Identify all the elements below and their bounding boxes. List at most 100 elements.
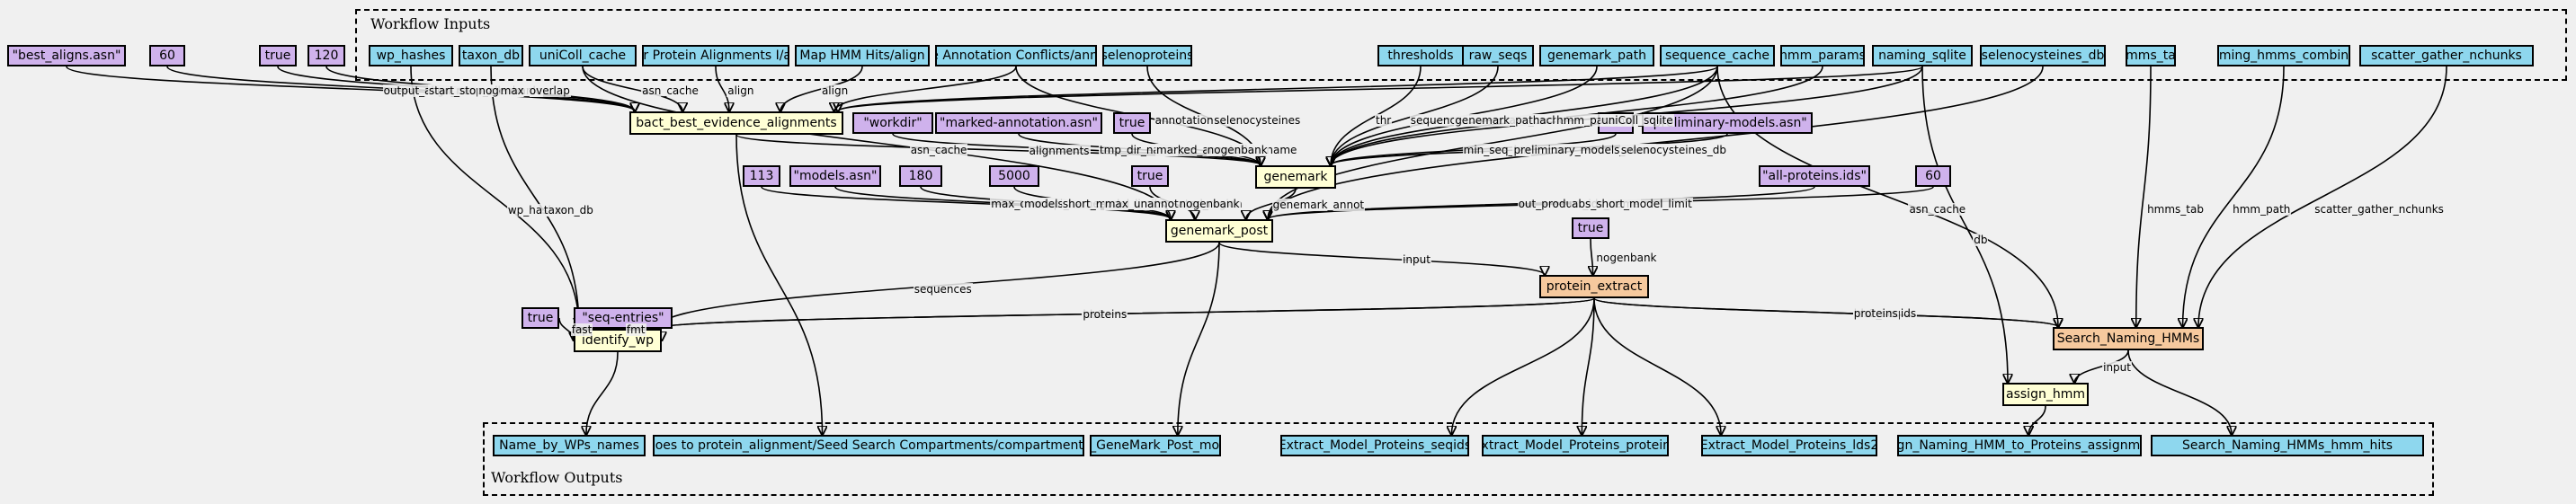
input-naming-hmms-combined[interactable]: naming_hmms_combined: [2217, 45, 2350, 66]
edge-genemark-to-genemark_post: [1246, 188, 1297, 219]
edge-label: uniColl_sqlite: [1600, 113, 1674, 127]
edge-protein_extract-to-out4: [1582, 297, 1595, 435]
edge-in0-to-identify_wp: [410, 66, 579, 329]
output-search-naming-hmms-hmm-hits[interactable]: Search_Naming_HMMs_hmm_hits: [2151, 435, 2424, 456]
edge-in15-to-search_naming: [2183, 66, 2285, 327]
edge-genemark_post-to-protein_extract: [1218, 242, 1545, 275]
edge-label: nogenbank: [1595, 252, 1658, 264]
output-goes-to-protein-alignment-seed-search-compartments-compartments[interactable]: goes to protein_alignment/Seed Search Co…: [653, 435, 1084, 456]
input-thresholds[interactable]: thresholds: [1377, 45, 1464, 66]
task-genemark_post[interactable]: genemark_post: [1165, 219, 1273, 243]
param-models[interactable]: "models.asn": [789, 165, 881, 187]
input-selenoproteins[interactable]: selenoproteins: [1102, 45, 1192, 66]
task-bact[interactable]: bact_best_evidence_alignments: [629, 111, 843, 135]
edge-search_naming-to-assign_hmm: [2074, 349, 2129, 383]
edge-label: hmm_path: [2232, 202, 2292, 216]
param-true_d[interactable]: true: [1572, 217, 1609, 239]
param-true_b[interactable]: true: [1113, 112, 1151, 134]
param-seqentries[interactable]: "seq-entries": [574, 307, 673, 329]
edge-identify_wp-to-out0: [586, 351, 619, 435]
input-filter-protein-alignments-i-align[interactable]: Filter Protein Alignments I/align: [642, 45, 789, 66]
edge-label: nogenbank: [1206, 144, 1269, 157]
edge-bact-to-genemark: [735, 134, 1261, 165]
edge-in16-to-search_naming: [2198, 66, 2447, 327]
edge-best_aligns-to-bact: [66, 66, 635, 111]
param-true_e[interactable]: true: [521, 307, 559, 329]
edge-in10-to-genemark_post: [1268, 66, 1718, 219]
param-n120[interactable]: 120: [308, 45, 345, 66]
output-extract-model-proteins-lds2[interactable]: Extract_Model_Proteins_lds2: [1701, 435, 1877, 456]
edge-in14-to-search_naming: [2136, 66, 2152, 327]
edge-bact-to-out1: [735, 134, 823, 435]
input-map-hmm-hits-align[interactable]: Map HMM Hits/align: [795, 45, 930, 66]
param-allprot[interactable]: "all-proteins.ids": [1759, 165, 1870, 187]
task-genemark[interactable]: genemark: [1255, 165, 1336, 189]
edge-true_d-to-protein_extract: [1591, 238, 1593, 275]
edge-in3-to-bact: [715, 66, 729, 111]
input-genemark-path[interactable]: genemark_path: [1539, 45, 1654, 66]
edge-in12-to-assign_hmm: [1921, 66, 2008, 383]
input-selenocysteines-db[interactable]: selenocysteines_db: [1980, 45, 2106, 66]
edge-label: sequences: [913, 282, 973, 296]
param-n5000[interactable]: 5000: [989, 165, 1039, 187]
edge-label: max_overlap: [499, 84, 571, 97]
workflow-inputs-cluster: [355, 9, 2567, 81]
edge-label: selenocysteines: [1213, 113, 1302, 127]
output-run-genemark-post-models[interactable]: Run_GeneMark_Post_models: [1090, 435, 1221, 456]
param-n113[interactable]: 113: [743, 165, 780, 187]
input-resolve-annotation-conflicts-annotation[interactable]: Resolve Annotation Conflicts/annotation: [935, 45, 1097, 66]
edge-label: genemark_path: [1454, 113, 1541, 127]
edge-assign_hmm-to-out6: [2028, 405, 2046, 435]
input-sequence-cache[interactable]: sequence_cache: [1660, 45, 1775, 66]
edge-label: genemark_annot: [1271, 198, 1366, 211]
edge-label: asn_cache: [641, 84, 700, 97]
edge-label: proteins: [1852, 306, 1899, 320]
input-wp-hashes[interactable]: wp_hashes: [369, 45, 453, 66]
input-taxon-db[interactable]: taxon_db: [459, 45, 523, 66]
param-n60a[interactable]: 60: [149, 45, 185, 66]
edge-in1-to-identify_wp: [490, 66, 579, 329]
edge-label: align: [726, 84, 755, 97]
edge-label: abs_short_model_limit: [1571, 197, 1693, 210]
edge-label: hmms_tab: [2146, 202, 2205, 216]
input-hmm-params[interactable]: hmm_params: [1780, 45, 1865, 66]
param-workdir[interactable]: "workdir": [852, 112, 933, 134]
edge-in2-to-genemark_post: [582, 66, 1171, 219]
edge-in12-to-bact: [838, 66, 1923, 111]
output-extract-model-proteins-proteins[interactable]: Extract_Model_Proteins_proteins: [1482, 435, 1669, 456]
param-best_aligns[interactable]: "best_aligns.asn": [7, 45, 126, 66]
param-true_a[interactable]: true: [259, 45, 297, 66]
edge-label: fast: [570, 323, 593, 336]
edge-label: taxon_db: [542, 203, 594, 217]
param-n60b[interactable]: 60: [1915, 165, 1951, 187]
edge-true_e-to-identify_wp: [558, 317, 574, 340]
input-raw-seqs[interactable]: raw_seqs: [1462, 45, 1534, 66]
param-n180[interactable]: 180: [899, 165, 942, 187]
param-true_c[interactable]: true: [1131, 165, 1169, 187]
input-hmms-tab[interactable]: hmms_tab: [2126, 45, 2176, 66]
edge-label: fmt: [625, 323, 646, 336]
subworkflow-protein_extract[interactable]: protein_extract: [1539, 275, 1649, 298]
edge-label: nogenbank: [1178, 197, 1241, 210]
output-name-by-wps-names[interactable]: Name_by_WPs_names: [493, 435, 646, 456]
input-scatter-gather-nchunks[interactable]: scatter_gather_nchunks: [2359, 45, 2534, 66]
edge-label: asn_cache: [909, 143, 968, 156]
output-extract-model-proteins-seqids[interactable]: Extract_Model_Proteins_seqids: [1280, 435, 1469, 456]
output-assign-naming-hmm-to-proteins-assignments[interactable]: Assign_Naming_HMM_to_Proteins_assignment…: [1897, 435, 2142, 456]
task-assign_hmm[interactable]: assign_hmm: [2002, 383, 2089, 406]
edge-protein_extract-to-search_naming: [1593, 297, 2058, 327]
edge-in2-to-bact: [582, 66, 682, 111]
subworkflow-search_naming[interactable]: Search_Naming_HMMs: [2053, 327, 2204, 350]
edge-protein_extract-to-out5: [1593, 297, 1721, 435]
edge-genemark_post-to-out2: [1178, 242, 1220, 435]
edge-label: asn_cache: [1908, 202, 1967, 216]
param-marked[interactable]: "marked-annotation.asn": [935, 112, 1102, 134]
workflow-outputs-title: Workflow Outputs: [491, 469, 623, 486]
edge-in10-to-bact: [838, 66, 1718, 111]
input-naming-sqlite[interactable]: naming_sqlite: [1872, 45, 1973, 66]
workflow-inputs-title: Workflow Inputs: [370, 15, 491, 32]
edge-search_naming-to-out7: [2127, 349, 2232, 435]
input-unicoll-cache[interactable]: uniColl_cache: [529, 45, 637, 66]
